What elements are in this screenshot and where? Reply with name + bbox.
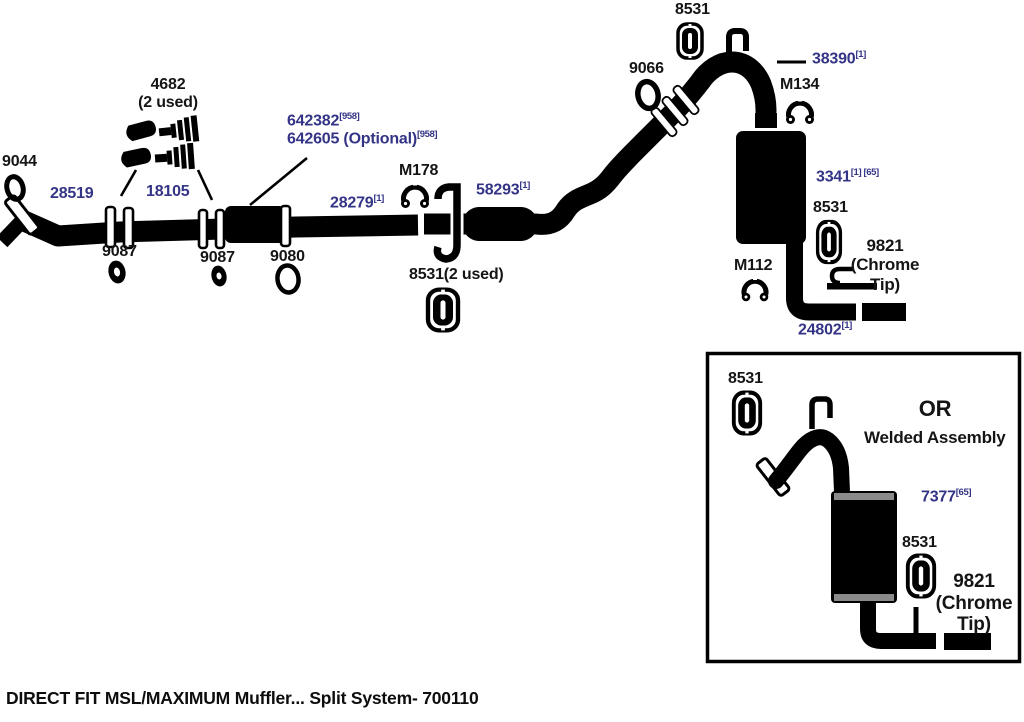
part-label-9044: 9044 [2,153,37,170]
inset-hanger-hook-icon [809,396,833,429]
s-bend-pipe [525,51,777,235]
clamp-icon-M178 [401,181,429,208]
chrome-tip [862,303,906,321]
part-label-8531-mid: 8531 [813,199,848,216]
leader-line-4682-right [196,169,214,201]
leader-lines [119,60,806,207]
hanger-grommet-icon-top [676,22,704,60]
part-label-M134: M134 [780,76,820,93]
welded-assembly-inset [705,351,1022,664]
o-ring-icon-9066 [635,78,661,112]
flex-bands [650,84,700,138]
inset-label-or: OR [918,396,952,421]
inset-chrome-tip [944,633,991,650]
front-pipe-assembly [0,194,468,250]
flex-coupling [225,206,285,243]
tailpipe [786,240,856,321]
part-label-18105: 18105 [146,183,190,200]
muffler-inlet-stub [755,113,777,128]
part-label-8531-2used: 8531(2 used) [409,266,504,283]
part-label-M112: M112 [734,257,773,274]
gasket-ring-icon-9087a [108,260,126,284]
leader-line-642382 [249,156,308,207]
inset-label-8531-b: 8531 [902,534,937,551]
part-label-9066: 9066 [629,60,664,77]
clamp-icon-M134 [786,97,814,124]
inset-muffler-cap-top [834,493,894,500]
inset-muffler-cap-bottom [834,594,894,601]
inset-box [705,351,1022,664]
part-label-9087-a: 9087 [102,243,137,260]
head-pipe [17,210,419,247]
bolt-kit-icon-4682 [121,115,200,170]
clamp-icon-M112 [741,275,769,302]
inset-muffler [831,491,897,603]
inset-label-welded-assembly: Welded Assembly [864,428,1006,447]
inset-hanger-rod-icon [903,607,919,641]
gasket-ring-icon-9080 [275,263,301,295]
gasket-ring-icon-9087b [211,265,227,287]
part-label-4682: 4682(2 used) [138,76,198,112]
joint-bands [104,204,292,250]
inset-inlet-pipe [768,429,850,500]
o-ring-icon-9044 [4,174,26,202]
inset-hanger-grommet-icon-a [731,390,763,436]
resonator [460,207,540,241]
part-label-M178: M178 [399,162,439,179]
part-label-3341: 3341[1] [65] [816,167,879,186]
diagram-caption: DIRECT FIT MSL/MAXIMUM Muffler... Split … [6,688,479,708]
muffler-assembly [736,113,906,321]
inset-label-7377: 7377[65] [921,487,972,506]
part-label-38390: 38390[1] [812,49,866,68]
inset-tailpipe [860,601,936,649]
hanger-grommet-icon-mid [815,219,843,265]
hanger-grommet-icon-2used [425,287,461,333]
part-label-28519: 28519 [50,185,94,202]
inset-label-8531-a: 8531 [728,370,763,387]
s-hook-icon [829,266,854,286]
part-label-642605: 642605 (Optional)[958] [287,129,438,148]
part-label-9080: 9080 [270,248,305,265]
hanger-bracket-icon [430,180,464,266]
part-label-8531-top: 8531 [675,1,710,18]
leader-line-4682-left [119,169,138,197]
inset-hanger-grommet-icon-b [905,553,937,599]
part-label-9087-b: 9087 [200,249,235,266]
part-label-28279: 28279[1] [330,193,384,212]
flange-icon [4,194,40,236]
part-label-24802: 24802[1] [798,320,852,339]
part-label-642382: 642382[958] [287,111,360,130]
part-label-58293: 58293[1] [476,180,530,199]
muffler [736,131,806,244]
hanger-rod [827,283,877,290]
hanger-hook-icon [726,28,749,58]
